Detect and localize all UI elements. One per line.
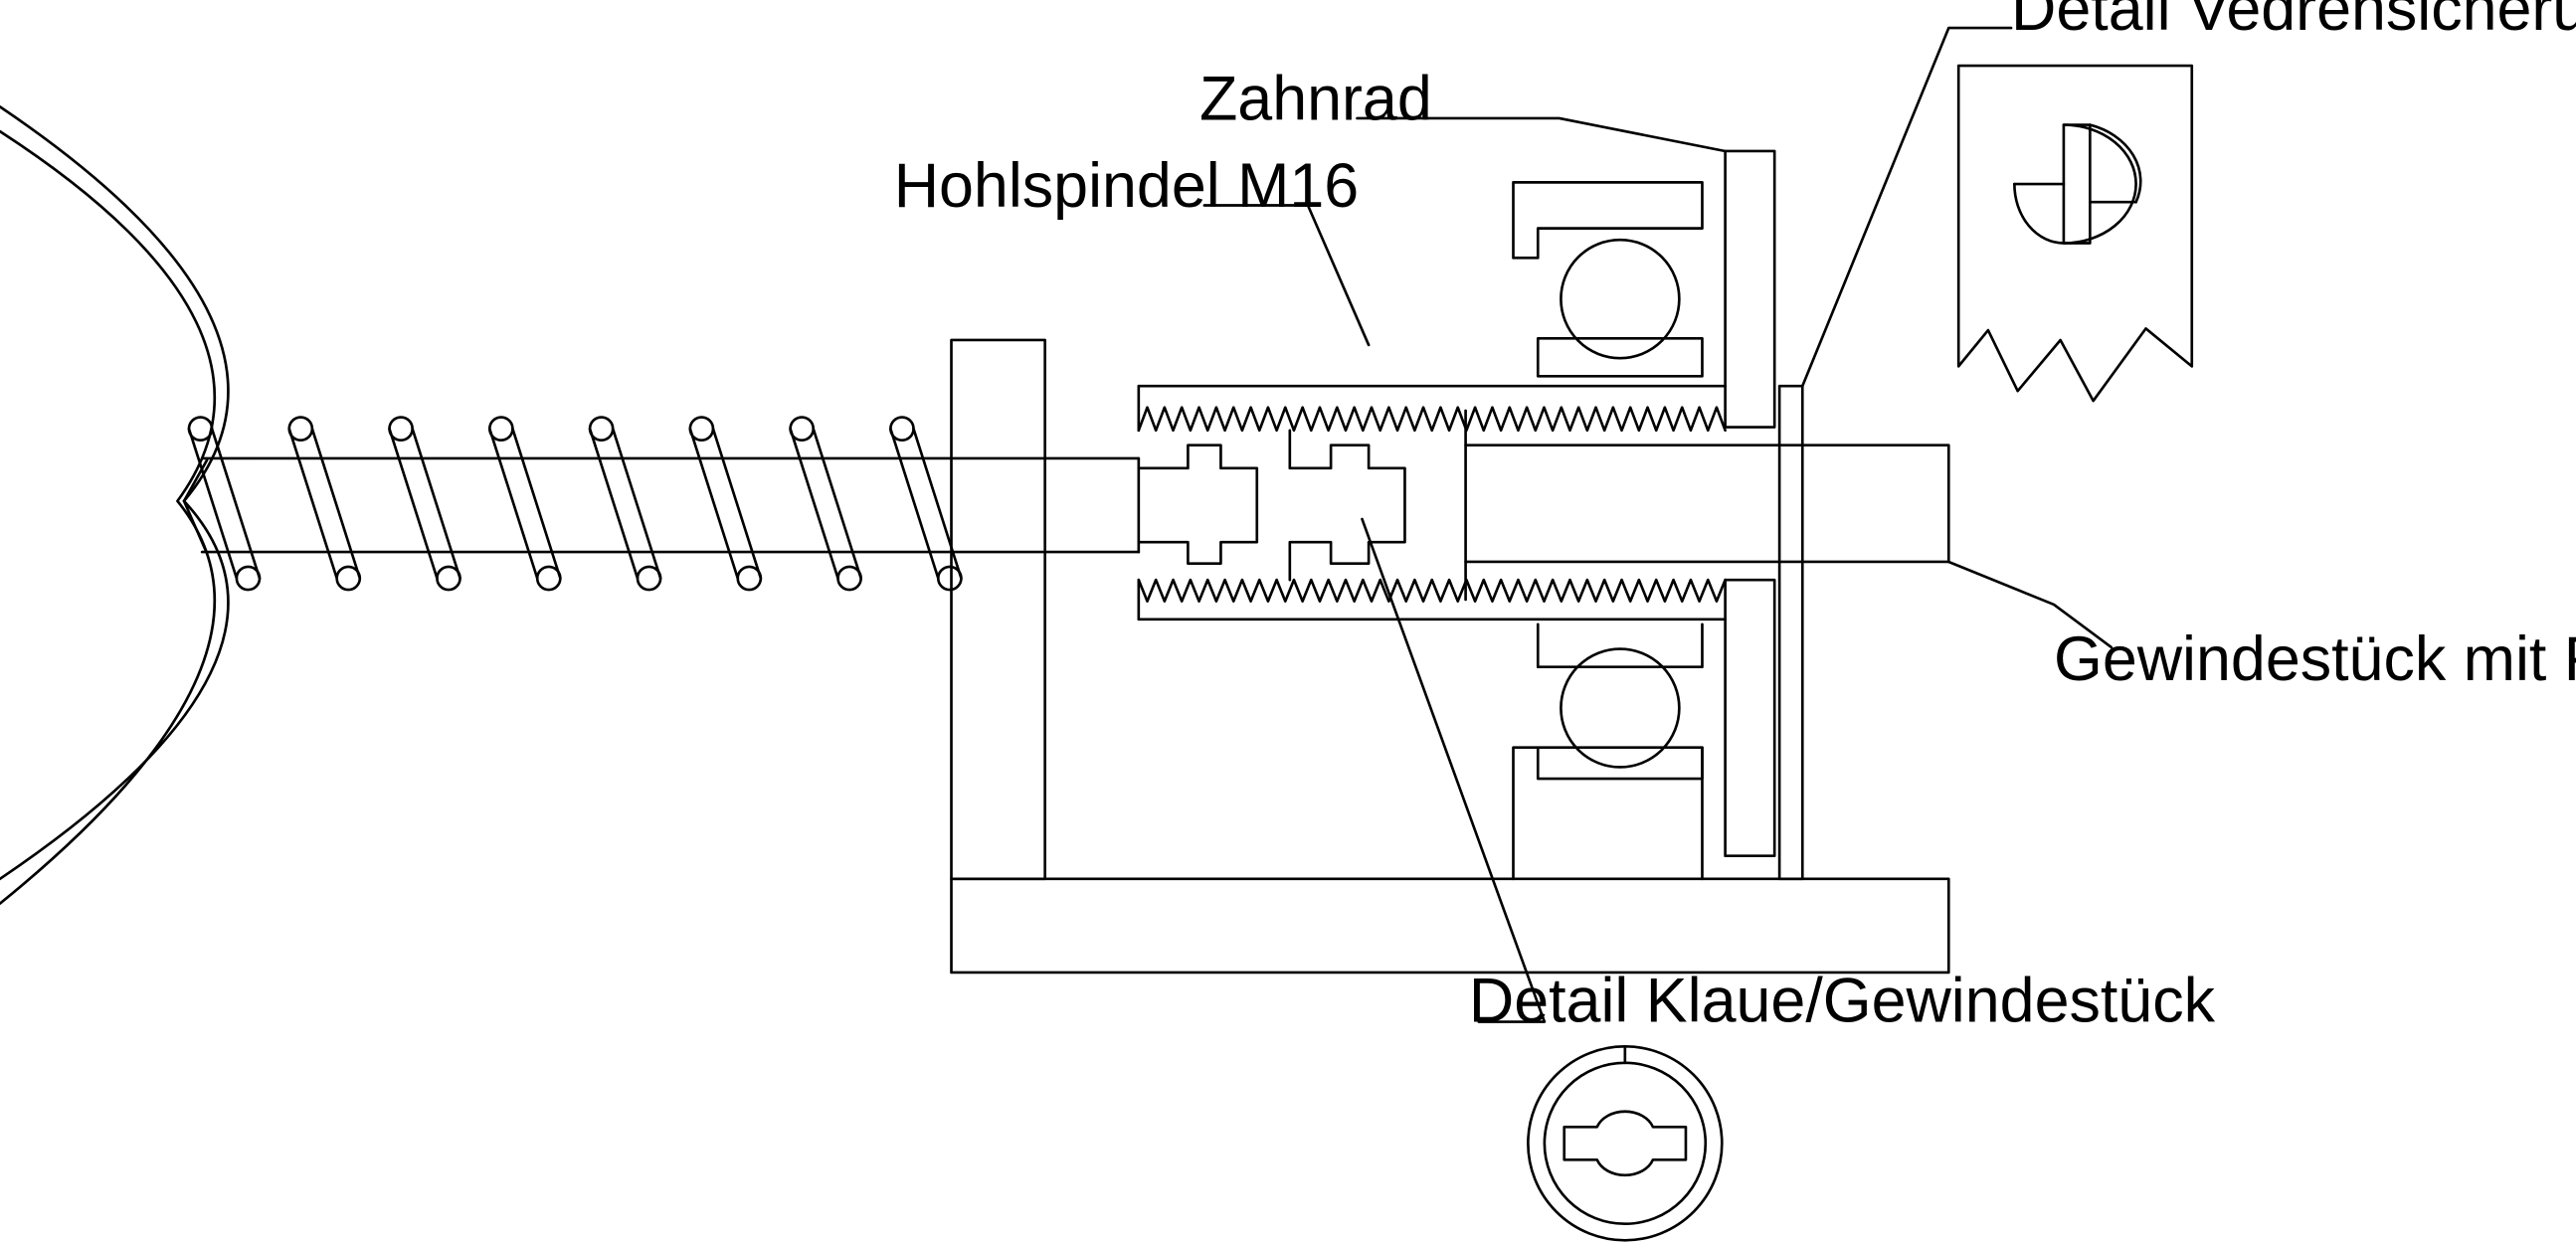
label-detail-klaue: Detail Klaue/Gewindestück <box>1469 967 2216 1036</box>
claw-coupling <box>1137 409 1467 602</box>
bearing-bottom <box>1512 622 1704 881</box>
spring-wire <box>388 427 439 580</box>
spring-wire <box>688 427 740 580</box>
spring-wire <box>611 427 662 580</box>
spring-wire <box>287 427 338 580</box>
shaft <box>200 456 1141 554</box>
spring-wire <box>310 427 362 580</box>
gear-plate <box>1724 149 1804 881</box>
spring-wire <box>588 427 640 580</box>
frame <box>950 338 1950 975</box>
label-gewindestueck: Gewindestück mit Flachstahl <box>2054 624 2576 694</box>
label-hohlspindel: Hohlspindel M16 <box>894 151 1360 221</box>
spring-wire <box>210 427 262 580</box>
bearing-top <box>1512 181 1704 378</box>
hollow-spindle <box>1137 384 1727 622</box>
spring-wire <box>711 427 763 580</box>
spring <box>187 416 963 592</box>
detail-vedrehsicherung-view <box>1956 64 2194 403</box>
spring-wire <box>889 427 940 580</box>
label-zahnrad: Zahnrad <box>1199 65 1432 134</box>
spring-wire <box>187 427 239 580</box>
label-detail-vedrehsicherung: Detail Vedrehsicherung <box>2011 0 2576 44</box>
spring-wire <box>789 427 839 580</box>
spring-wire <box>812 427 862 580</box>
spring-wire <box>487 427 539 580</box>
threaded-piece <box>1464 444 1950 564</box>
spring-wire <box>511 427 562 580</box>
detail-klaue-view <box>1527 1045 1724 1242</box>
leader-lines <box>1202 26 2114 1023</box>
spring-wire <box>411 427 461 580</box>
dish-arc <box>0 105 230 905</box>
spring-wire <box>912 427 963 580</box>
